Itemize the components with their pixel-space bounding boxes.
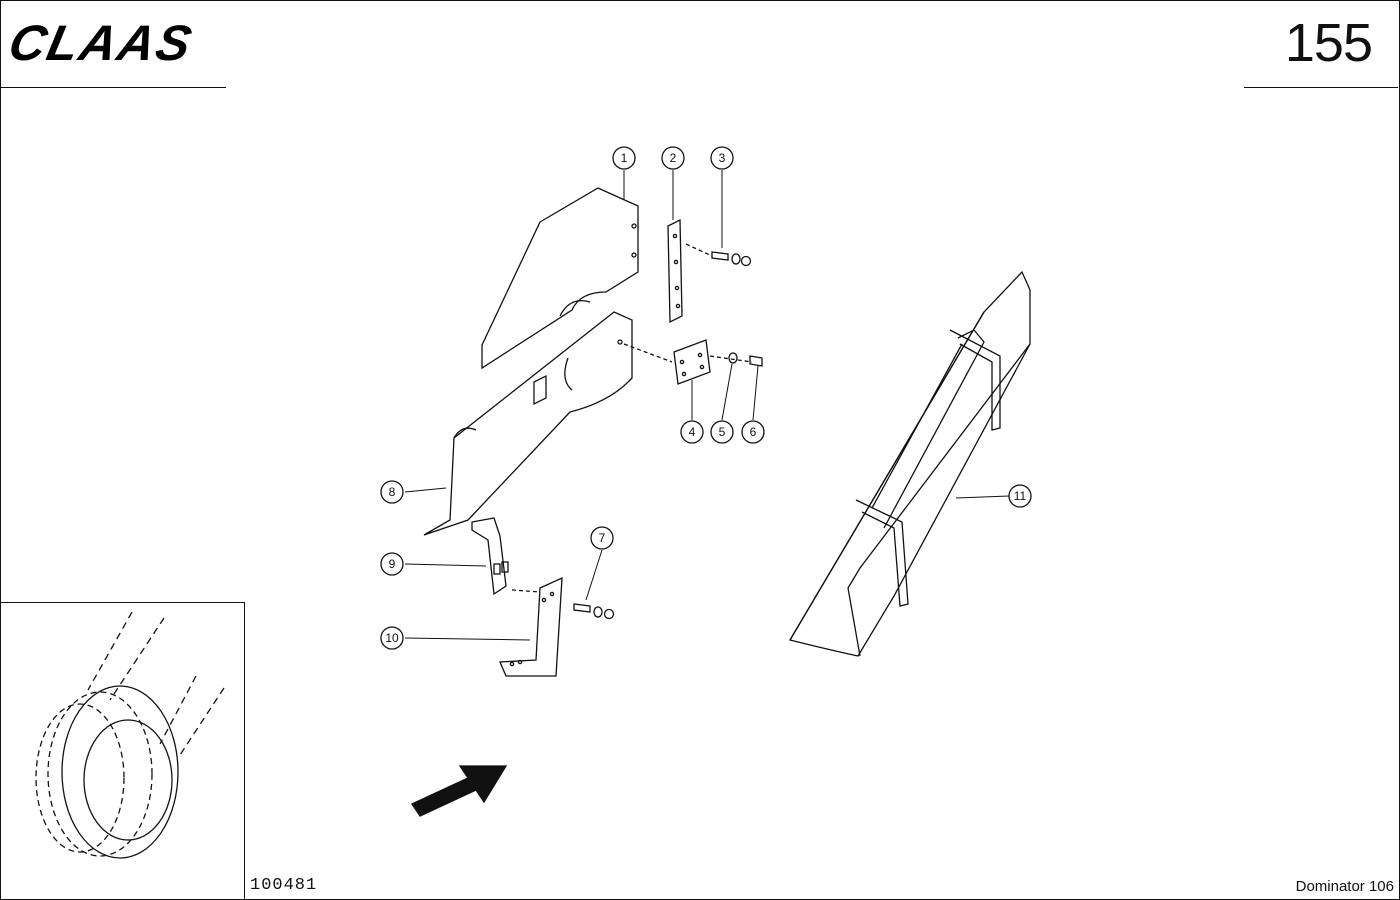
document-id: 100481 [250, 876, 318, 895]
part-8-lower-plate [423, 311, 633, 536]
callout-8: 8 [380, 480, 404, 504]
callout-11-label: 11 [1014, 489, 1027, 503]
model-name: Dominator 106 [1295, 878, 1394, 895]
header-rule-right [1244, 87, 1398, 88]
callout-4-label: 4 [689, 425, 696, 439]
callout-6: 6 [741, 420, 765, 444]
part-4-plate [673, 339, 711, 385]
part-1-upper-plate [481, 187, 639, 370]
part-11-trough [788, 270, 1031, 657]
callout-5: 5 [710, 420, 734, 444]
header-rule-left [0, 87, 226, 88]
inset-detail-sketch [35, 611, 225, 859]
callout-8-label: 8 [389, 485, 396, 499]
direction-arrow [411, 765, 508, 817]
part-2-strip [667, 218, 683, 324]
part-9-bracket [471, 517, 507, 596]
detail-inset [0, 602, 245, 899]
callout-10: 10 [380, 626, 404, 650]
callout-3: 3 [710, 146, 734, 170]
part-6-bolt [749, 355, 763, 367]
part-5-washer [728, 352, 738, 364]
part-3-bolt [685, 243, 713, 257]
callout-10-label: 10 [385, 631, 399, 645]
callout-7-label: 7 [599, 531, 606, 545]
callout-6-label: 6 [750, 425, 757, 439]
callout-3-label: 3 [719, 151, 726, 165]
leader-lines [404, 170, 1010, 641]
callout-11: 11 [1008, 484, 1032, 508]
callout-1-label: 1 [621, 151, 628, 165]
callout-7: 7 [590, 526, 614, 550]
page-number: 155 [1284, 13, 1373, 73]
callout-9: 9 [380, 552, 404, 576]
callout-4: 4 [680, 420, 704, 444]
part-7-bolt [573, 603, 591, 613]
callout-2-label: 2 [670, 151, 677, 165]
callout-9-label: 9 [389, 557, 396, 571]
callout-2: 2 [661, 146, 685, 170]
callout-1: 1 [612, 146, 636, 170]
callout-5-label: 5 [719, 425, 726, 439]
part-10-angle-bracket [499, 576, 563, 677]
